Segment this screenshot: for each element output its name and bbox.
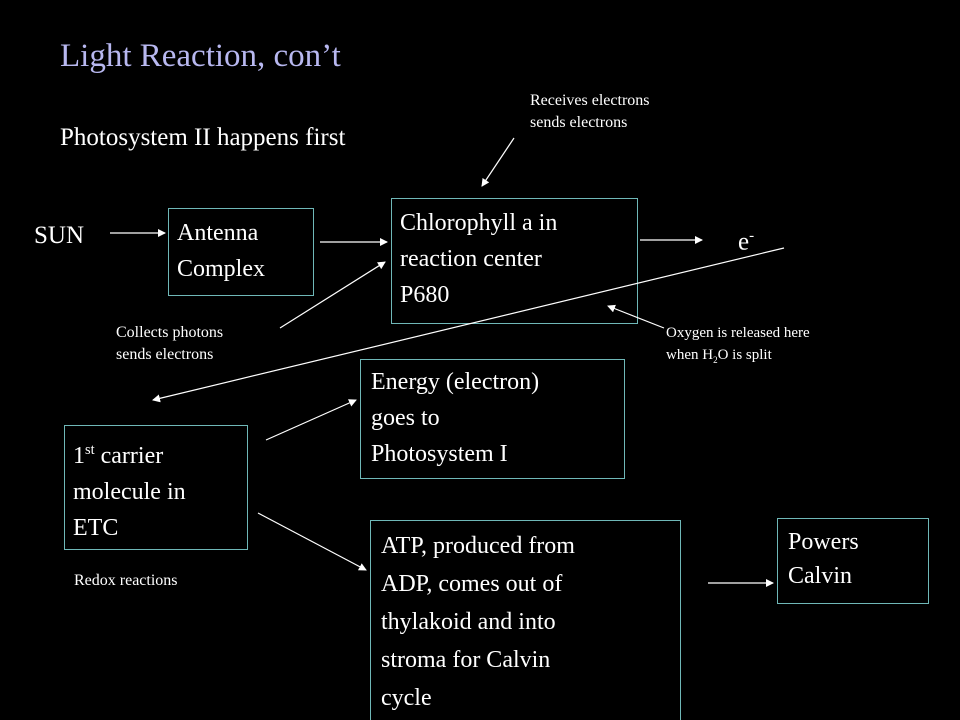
collects-line-1: Collects photons (116, 324, 224, 341)
collects-line-2: sends electrons (116, 346, 214, 363)
carrier-num: 1 (73, 443, 85, 469)
antenna-line-1: Antenna (177, 220, 259, 246)
carrier-line-3: ETC (73, 515, 119, 541)
carrier-line-1: 1st carrier (73, 432, 239, 474)
atp-line-2: ADP, comes out of (381, 571, 563, 597)
collects-note: Collects photons sends electrons (116, 322, 223, 366)
receives-line-1: Receives electrons (530, 92, 650, 109)
sun-label: SUN (34, 222, 85, 249)
slide-subtitle: Photosystem II happens first (60, 124, 346, 151)
energy-line-1: Energy (electron) (371, 369, 540, 395)
antenna-complex-box: Antenna Complex (168, 208, 314, 296)
powers-line-2: Calvin (788, 563, 852, 589)
powers-line-1: Powers (788, 529, 859, 555)
atp-line-3: thylakoid and into (381, 609, 556, 635)
oxygen-line-2-post: O is split (717, 347, 772, 363)
atp-line-4: stroma for Calvin (381, 647, 551, 673)
electron-base: e (738, 228, 750, 256)
chlorophyll-box: Chlorophyll a in reaction center P680 (391, 198, 638, 324)
carrier-line-2: molecule in (73, 479, 186, 505)
atp-line-1: ATP, produced from (381, 533, 575, 559)
oxygen-line-2-pre: when H (666, 347, 714, 363)
energy-box: Energy (electron) goes to Photosystem I (360, 359, 625, 479)
atp-box: ATP, produced from ADP, comes out of thy… (370, 520, 681, 720)
electron-label: e- (738, 228, 754, 256)
chlorophyll-line-3: P680 (400, 282, 450, 308)
oxygen-line-1: Oxygen is released here (666, 325, 810, 341)
receives-note: Receives electrons sends electrons (530, 90, 650, 134)
carrier-sup: st (85, 442, 95, 458)
chlorophyll-line-2: reaction center (400, 246, 542, 272)
atp-line-5: cycle (381, 685, 432, 711)
powers-calvin-box: Powers Calvin (777, 518, 929, 604)
arrow-receives-note (481, 137, 515, 187)
slide-title: Light Reaction, con’t (60, 38, 341, 74)
oxygen-note: Oxygen is released here when H2O is spli… (666, 322, 810, 371)
redox-note: Redox reactions (74, 572, 178, 589)
receives-line-2: sends electrons (530, 114, 628, 131)
energy-line-2: goes to (371, 405, 440, 431)
energy-line-3: Photosystem I (371, 441, 508, 467)
carrier-box: 1st carrier molecule in ETC (64, 425, 248, 550)
electron-sup: - (749, 228, 755, 244)
carrier-rest: carrier (94, 443, 164, 469)
arrow-carrier-to-energy (265, 399, 357, 441)
arrow-carrier-to-atp (257, 512, 367, 571)
chlorophyll-line-1: Chlorophyll a in (400, 210, 558, 236)
oxygen-line-2: when H2O is split (666, 344, 810, 371)
antenna-line-2: Complex (177, 256, 265, 282)
